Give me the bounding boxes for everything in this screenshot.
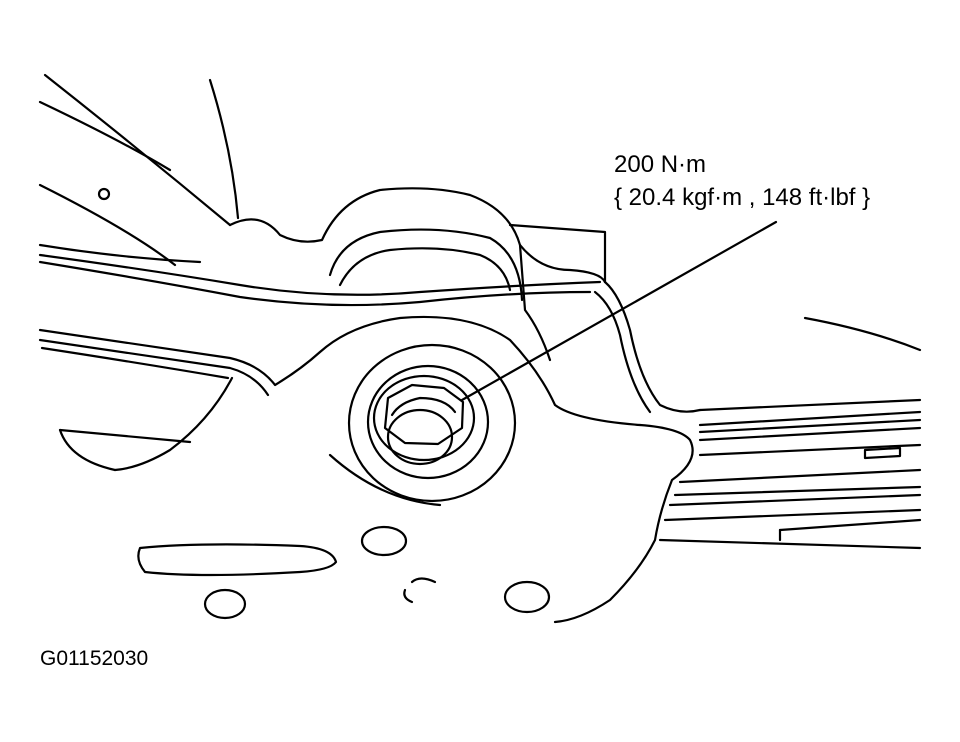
washer-outer [349,345,515,501]
slot-hole [138,544,336,575]
bushing-housing [230,188,605,360]
torque-callout: 200 N·m { 20.4 kgf·m , 148 ft·lbf } [614,148,870,214]
plate-holes [138,455,549,618]
bolt-assembly [349,345,515,501]
bolt-hex-head [385,385,463,444]
control-arm [40,255,700,622]
frame-rail [660,318,920,548]
torque-value-nm: 200 N·m [614,151,707,178]
bolt-tip [388,410,452,464]
body-panel-lines [40,75,238,265]
figure-code: G01152030 [40,647,149,670]
washer-inner [368,366,488,478]
bolt-flange [374,376,474,460]
torque-value-alt-units: { 20.4 kgf·m , 148 ft·lbf } [614,184,871,211]
callout-leader-line [462,222,776,400]
